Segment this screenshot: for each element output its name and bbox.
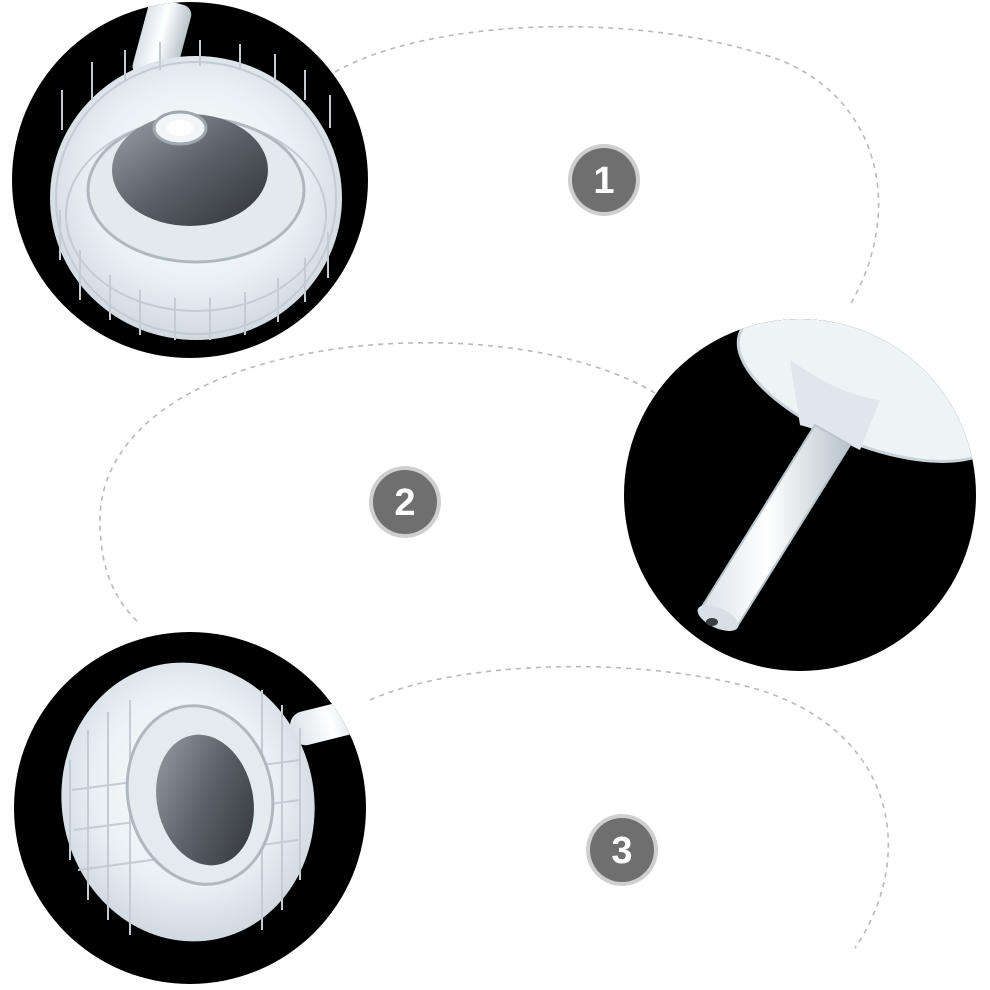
step-number-3: 3: [611, 830, 632, 872]
step-badge-3: 3: [586, 814, 658, 886]
dashed-arc-3: [369, 665, 890, 949]
cap-side-view-icon: [14, 632, 366, 984]
dashed-connectors: [99, 25, 890, 949]
spout-tube-icon: [624, 319, 976, 671]
dashed-arc-1: [334, 25, 880, 306]
cap-top-view-icon: [12, 2, 368, 358]
step-number-2: 2: [394, 482, 415, 524]
step-badge-2: 2: [369, 466, 441, 538]
step-number-1: 1: [593, 160, 614, 202]
step-badge-1: 1: [568, 144, 640, 216]
